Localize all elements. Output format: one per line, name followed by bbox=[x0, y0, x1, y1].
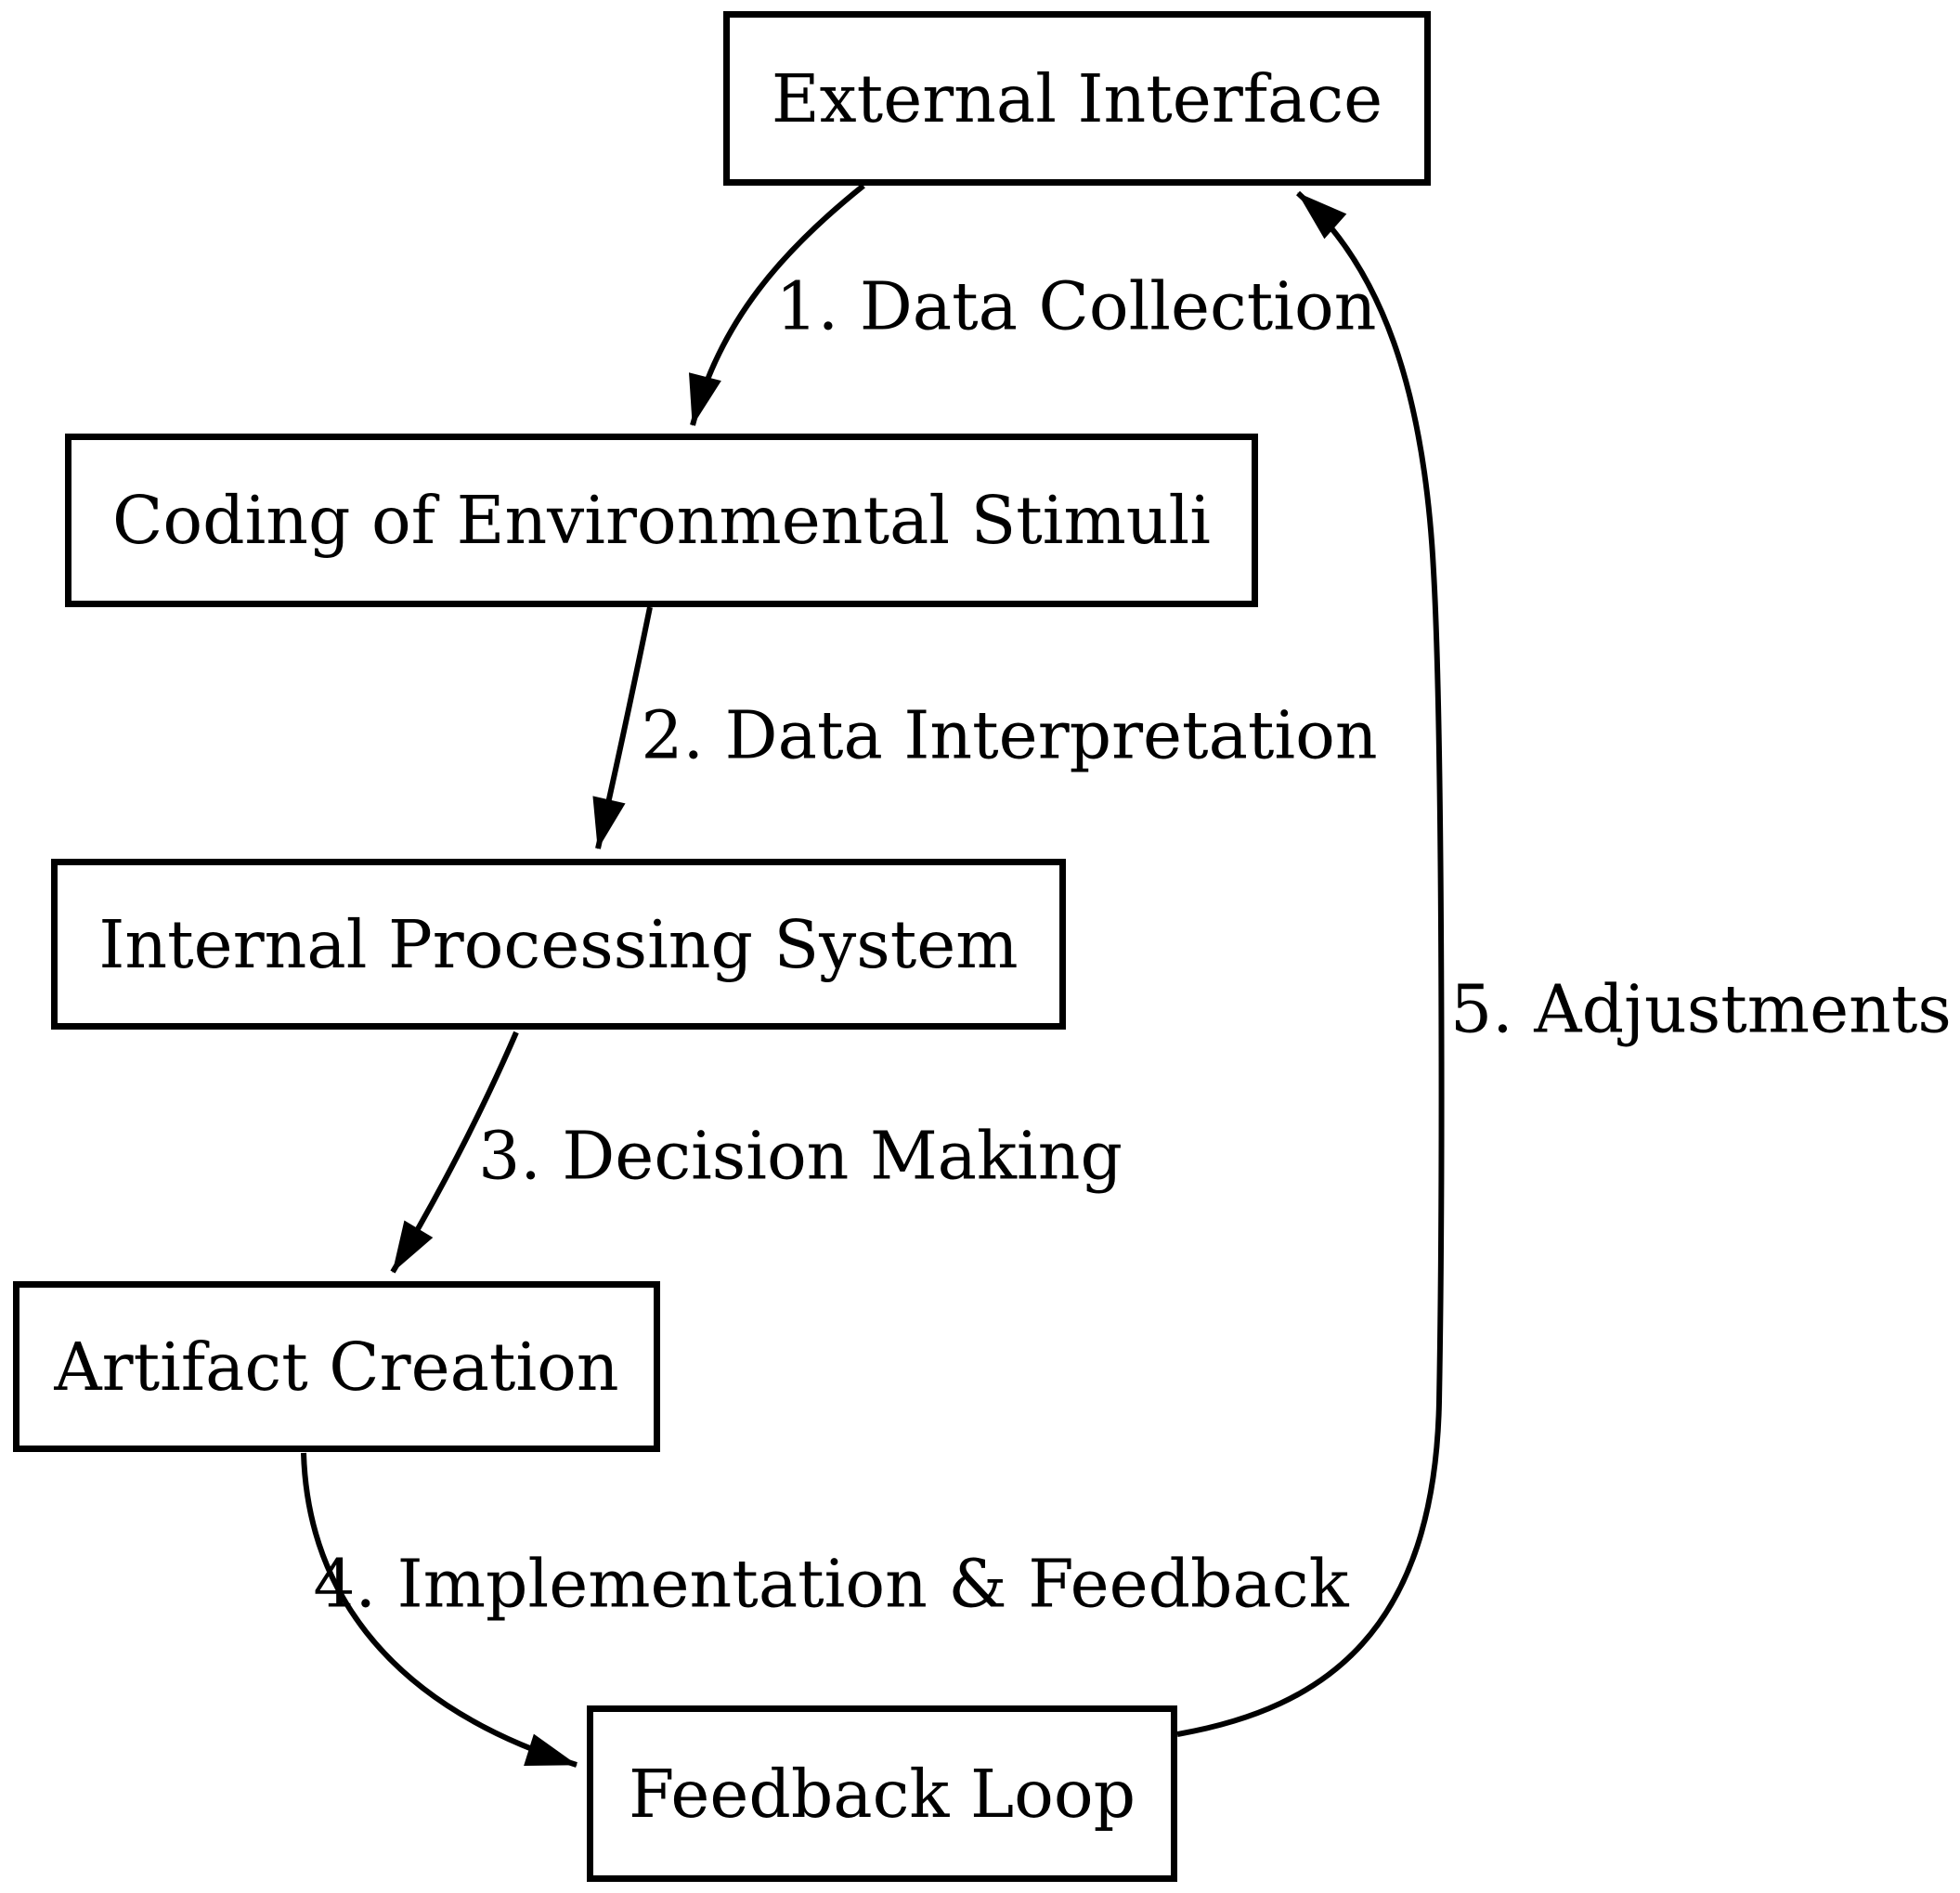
edge-label-adjustments: 5. Adjustments bbox=[1450, 970, 1952, 1048]
edge-decision-making-arrow bbox=[390, 1031, 519, 1274]
edge-label-decision-making: 3. Decision Making bbox=[478, 1117, 1123, 1195]
node-external-interface-label: External Interface bbox=[771, 59, 1383, 137]
node-feedback-loop-label: Feedback Loop bbox=[628, 1755, 1136, 1833]
edge-data-collection-arrow bbox=[689, 183, 865, 426]
node-coding-of-environmental-stimuli: Coding of Environmental Stimuli bbox=[65, 434, 1258, 607]
edge-data-interpretation-arrow bbox=[592, 606, 653, 849]
edge-implementation-feedback-arrow bbox=[301, 1452, 578, 1768]
edge-adjustments-arrow bbox=[1176, 190, 1445, 1737]
edge-label-data-interpretation: 2. Data Interpretation bbox=[641, 696, 1378, 774]
node-coding-of-environmental-stimuli-label: Coding of Environmental Stimuli bbox=[112, 482, 1211, 559]
edge-label-data-collection: 1. Data Collection bbox=[775, 267, 1377, 345]
node-artifact-creation: Artifact Creation bbox=[13, 1281, 660, 1452]
edge-label-implementation-feedback: 4. Implementation & Feedback bbox=[313, 1545, 1349, 1623]
node-feedback-loop: Feedback Loop bbox=[587, 1705, 1177, 1882]
node-external-interface: External Interface bbox=[723, 11, 1431, 186]
node-artifact-creation-label: Artifact Creation bbox=[54, 1328, 619, 1406]
node-internal-processing-system-label: Internal Processing System bbox=[98, 905, 1019, 983]
node-internal-processing-system: Internal Processing System bbox=[51, 859, 1066, 1030]
